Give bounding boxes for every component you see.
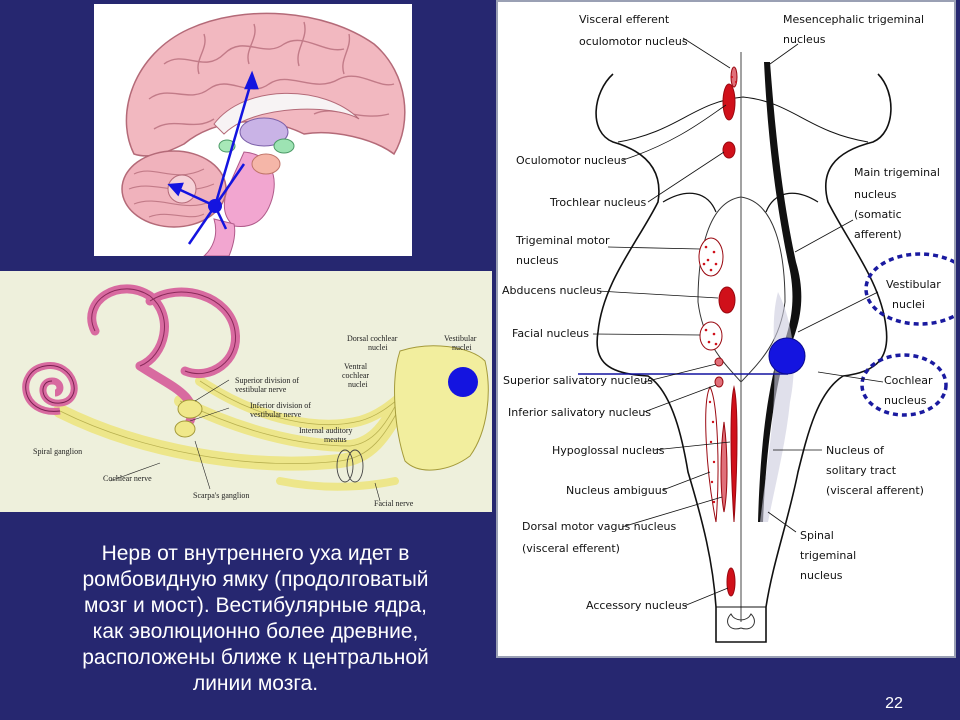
svg-text:nuclei: nuclei (368, 343, 388, 352)
svg-text:nuclei: nuclei (348, 380, 368, 389)
label-abducens: Abducens nucleus (502, 284, 602, 297)
caption-line: ромбовидную ямку (продолговатый (82, 568, 429, 591)
svg-text:nucleus: nucleus (884, 394, 927, 407)
brainstem-nuclei-diagram: Visceral efferent oculomotor nucleus Mes… (496, 0, 956, 658)
label-cochlear-nerve: Cochlear nerve (103, 474, 152, 483)
label-dorsal-cochlear: Dorsal cochlear (347, 334, 398, 343)
label-inferior-division: Inferior division of (250, 401, 311, 410)
svg-text:nucleus: nucleus (854, 188, 897, 201)
label-ventral-cochlear: Ventral (344, 362, 368, 371)
brain-sagittal-illustration (94, 4, 412, 256)
abducens-nucleus (718, 286, 736, 314)
caption-line: Нерв от внутреннего уха идет в (101, 542, 410, 565)
vestibular-marker-ear (448, 367, 478, 397)
label-oculomotor: Oculomotor nucleus (516, 154, 627, 167)
nucleus-ambiguus (705, 385, 719, 523)
oculomotor-nucleus (722, 83, 736, 121)
label-visceral-efferent: Visceral efferent (579, 13, 670, 26)
slide-caption: Нерв от внутреннего уха идет в ромбовидн… (18, 541, 493, 697)
vestibular-marker-stem (768, 337, 806, 375)
label-ambiguus: Nucleus ambiguus (566, 484, 668, 497)
svg-text:cochlear: cochlear (342, 371, 369, 380)
label-inferior-salivatory: Inferior salivatory nucleus (508, 406, 651, 419)
svg-text:(visceral efferent): (visceral efferent) (522, 542, 620, 555)
inferior-salivatory-nucleus (714, 376, 724, 388)
label-trochlear: Trochlear nucleus (549, 196, 647, 209)
superior-salivatory-nucleus (714, 357, 724, 367)
hypoglossal-nucleus (730, 385, 738, 523)
label-internal-auditory: Internal auditory (299, 426, 353, 435)
svg-text:(somatic: (somatic (854, 208, 902, 221)
page-number: 22 (885, 695, 903, 712)
label-superior-division: Superior division of (235, 376, 299, 385)
dorsal-motor-vagus (720, 421, 728, 513)
inner-ear-illustration: Dorsal cochlear nuclei Vestibular nuclei… (0, 271, 492, 512)
label-cochlear-nucleus: Cochlear (884, 374, 933, 387)
cochlear-nucleus-highlight (860, 353, 948, 417)
label-trigeminal-motor: Trigeminal motor (515, 234, 610, 247)
label-spinal-trigeminal: Spinal (800, 529, 834, 542)
caption-line: мозг и мост). Вестибулярные ядра, (84, 594, 427, 617)
svg-text:solitary tract: solitary tract (826, 464, 897, 477)
svg-text:meatus: meatus (324, 435, 347, 444)
label-main-trigeminal: Main trigeminal (854, 166, 940, 179)
label-solitary-tract: Nucleus of (826, 444, 885, 457)
svg-text:vestibular nerve: vestibular nerve (235, 385, 287, 394)
label-scarpas-ganglion: Scarpa's ganglion (193, 491, 249, 500)
svg-text:nucleus: nucleus (516, 254, 559, 267)
label-vestibular-nuclei-ear: Vestibular (444, 334, 477, 343)
facial-nucleus (699, 321, 723, 351)
labyrinth (87, 284, 240, 426)
svg-text:nucleus: nucleus (783, 33, 826, 46)
label-spiral-ganglion: Spiral ganglion (33, 447, 82, 456)
label-mesencephalic-trigeminal: Mesencephalic trigeminal (783, 13, 924, 26)
label-facial: Facial nucleus (512, 327, 589, 340)
caption-line: линии мозга. (192, 672, 319, 695)
label-hypoglossal: Hypoglossal nucleus (552, 444, 665, 457)
vestibular-nuclei-highlight (864, 252, 954, 326)
svg-text:(visceral afferent): (visceral afferent) (826, 484, 924, 497)
label-facial-nerve: Facial nerve (374, 499, 414, 508)
caption-line: как эволюционно более древние, (92, 620, 419, 643)
svg-text:trigeminal: trigeminal (800, 549, 856, 562)
label-vestibular-nuclei: Vestibular (886, 278, 941, 291)
svg-text:vestibular nerve: vestibular nerve (250, 410, 302, 419)
svg-text:afferent): afferent) (854, 228, 902, 241)
label-dorsal-vagus: Dorsal motor vagus nucleus (522, 520, 676, 533)
thalamus (239, 117, 289, 147)
label-superior-salivatory: Superior salivatory nucleus (503, 374, 653, 387)
svg-text:nucleus: nucleus (800, 569, 843, 582)
svg-text:oculomotor nucleus: oculomotor nucleus (579, 35, 688, 48)
trigeminal-black-band (758, 62, 802, 522)
svg-text:nuclei: nuclei (452, 343, 472, 352)
svg-text:nuclei: nuclei (892, 298, 925, 311)
accessory-nucleus (726, 567, 736, 597)
trochlear-nucleus (722, 141, 736, 159)
label-accessory: Accessory nucleus (586, 599, 688, 612)
marker-point (208, 199, 222, 213)
caption-line: расположены ближе к центральной (82, 646, 429, 669)
corpus-callosum (213, 92, 360, 135)
